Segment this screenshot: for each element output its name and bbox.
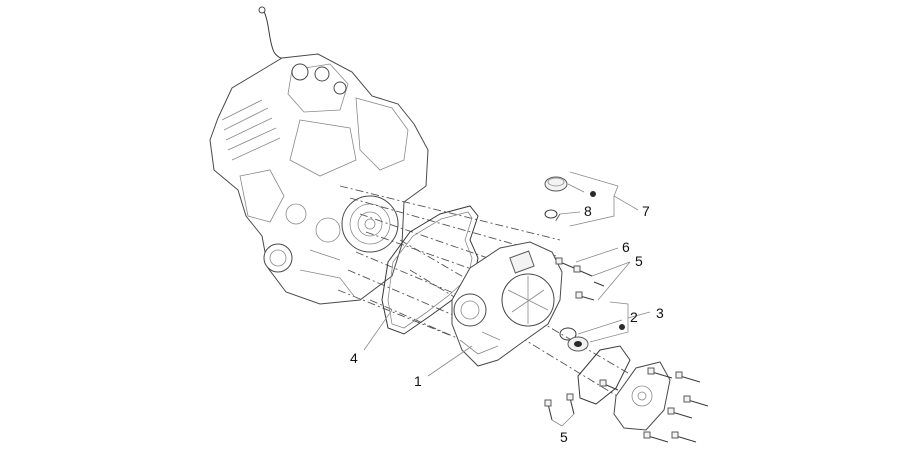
bolts-upper [555, 257, 605, 301]
side-cover [451, 241, 563, 367]
callout-4: 4 [350, 350, 358, 366]
callout-7: 7 [642, 203, 650, 219]
callout-6: 6 [622, 239, 630, 255]
oil-seal [567, 336, 589, 352]
kit-marker-dot [619, 324, 625, 330]
callout-8: 8 [584, 203, 592, 219]
bolts-lower [599, 367, 709, 443]
callout-2: 2 [630, 309, 638, 325]
filler-cap [544, 176, 568, 192]
seal-ring [559, 327, 577, 341]
bolts-bottom [544, 393, 575, 421]
callout-1: 1 [414, 373, 422, 389]
kit-marker-dot [590, 191, 596, 197]
callout-5-upper: 5 [635, 253, 643, 269]
pump-gasket [577, 345, 631, 405]
callout-5-lower: 5 [560, 429, 568, 445]
callout-3: 3 [656, 305, 664, 321]
leader-lines [363, 171, 651, 427]
engine-block [209, 6, 429, 305]
pump-cover [613, 361, 671, 431]
o-ring [544, 209, 558, 219]
